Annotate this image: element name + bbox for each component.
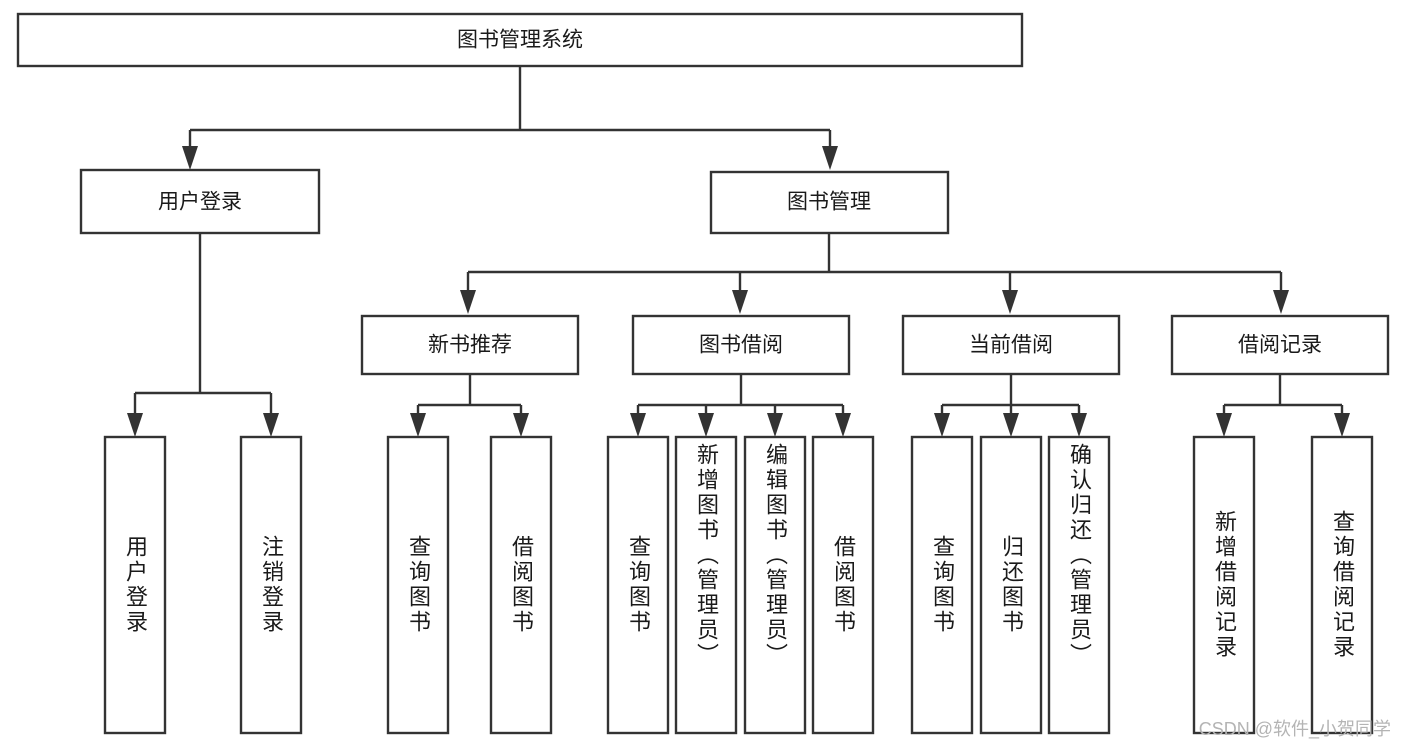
csdn-watermark: CSDN @软件_小贺同学 (1198, 719, 1391, 739)
connector-book-manage-to-level3 (460, 233, 1289, 314)
connector-new-book-recommend-to-leaves (410, 374, 529, 437)
node-user-login[interactable]: 用户登录 (79, 168, 321, 235)
connector-user-login-to-leaves (127, 233, 279, 437)
leaf-box-confirm-return[interactable] (1047, 435, 1111, 735)
arrow-head-icon (1273, 290, 1289, 314)
leaf-box-add-record[interactable] (1192, 435, 1256, 735)
arrow-head-icon (630, 413, 646, 437)
node-book-manage[interactable]: 图书管理 (709, 170, 950, 235)
leaf-box-query-record[interactable] (1310, 435, 1374, 735)
root-label: 图书管理系统 (457, 29, 583, 52)
leaf-box-return-book[interactable] (979, 435, 1043, 735)
connector-root-to-level2 (182, 66, 838, 170)
arrow-head-icon (1071, 413, 1087, 437)
borrow-record-label: 借阅记录 (1238, 334, 1322, 357)
arrow-head-icon (263, 413, 279, 437)
node-current-borrow[interactable]: 当前借阅 (901, 314, 1121, 376)
leaf-box-user-login[interactable] (103, 435, 167, 735)
arrow-head-icon (822, 146, 838, 170)
arrow-head-icon (767, 413, 783, 437)
arrow-head-icon (1334, 413, 1350, 437)
connector-book-borrow-to-leaves (630, 374, 851, 437)
arrow-head-icon (934, 413, 950, 437)
leaf-box-query-book-2[interactable] (606, 435, 670, 735)
arrow-head-icon (127, 413, 143, 437)
arrow-head-icon (1003, 413, 1019, 437)
node-borrow-record[interactable]: 借阅记录 (1170, 314, 1390, 376)
node-new-book-recommend[interactable]: 新书推荐 (360, 314, 580, 376)
arrow-head-icon (1216, 413, 1232, 437)
leaf-box-add-book[interactable] (674, 435, 738, 735)
arrow-head-icon (182, 146, 198, 170)
arrow-head-icon (835, 413, 851, 437)
leaf-box-borrow-book-1[interactable] (489, 435, 553, 735)
user-login-label: 用户登录 (158, 191, 242, 214)
connector-borrow-record-to-leaves (1216, 374, 1350, 437)
node-book-borrow[interactable]: 图书借阅 (631, 314, 851, 376)
arrow-head-icon (1002, 290, 1018, 314)
root-box[interactable] (16, 12, 1024, 68)
new-book-recommend-box[interactable] (360, 314, 580, 376)
leaf-box-query-book-3[interactable] (910, 435, 974, 735)
connector-current-borrow-to-leaves (934, 374, 1087, 437)
arrow-head-icon (513, 413, 529, 437)
arrow-head-icon (698, 413, 714, 437)
leaf-box-edit-book[interactable] (743, 435, 807, 735)
user-login-box[interactable] (79, 168, 321, 235)
arrow-head-icon (732, 290, 748, 314)
arrow-head-icon (410, 413, 426, 437)
leaf-box-query-book-1[interactable] (386, 435, 450, 735)
leaf-box-borrow-book-2[interactable] (811, 435, 875, 735)
node-root[interactable]: 图书管理系统 (16, 12, 1024, 68)
book-borrow-label: 图书借阅 (699, 334, 783, 357)
book-manage-label: 图书管理 (787, 191, 871, 214)
leaf-box-logout-login[interactable] (239, 435, 303, 735)
arrow-head-icon (460, 290, 476, 314)
new-book-recommend-label: 新书推荐 (428, 334, 512, 357)
current-borrow-box[interactable] (901, 314, 1121, 376)
current-borrow-label: 当前借阅 (969, 334, 1053, 357)
